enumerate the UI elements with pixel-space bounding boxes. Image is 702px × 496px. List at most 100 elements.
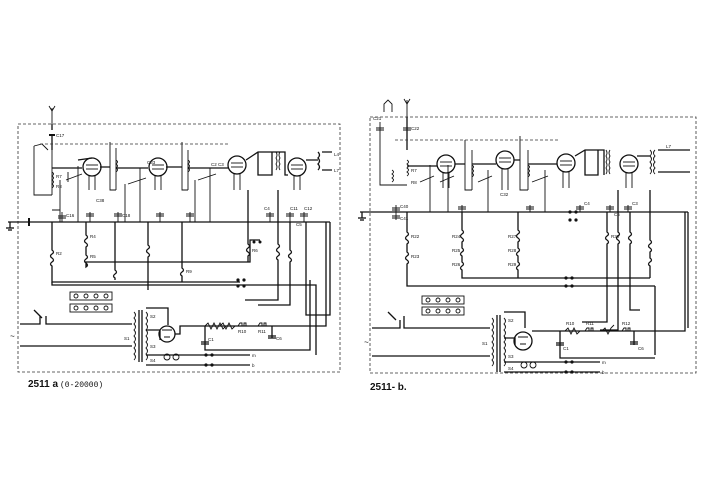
ground-icon	[358, 212, 366, 221]
schematic-stroke	[306, 151, 332, 171]
ac-symbol: ~	[364, 339, 369, 348]
schematic-stroke	[630, 331, 638, 345]
schematic-stroke	[568, 210, 572, 214]
component-label: R5	[90, 254, 96, 259]
schematic-stroke	[52, 209, 66, 222]
component-label: S2	[508, 318, 514, 323]
schematic-stroke	[570, 360, 574, 364]
schematic-stroke	[49, 134, 55, 136]
schematic-stroke	[407, 149, 690, 176]
schematic-stroke	[372, 311, 490, 329]
chassis-outline	[369, 116, 697, 374]
schematic-stroke	[464, 140, 474, 191]
component-label: R29	[508, 262, 517, 267]
component-label: C1	[208, 337, 214, 342]
tube-v4	[619, 154, 639, 188]
schematic-stroke	[227, 155, 247, 175]
schematic-stroke	[200, 354, 250, 366]
component-label: C41	[400, 216, 409, 221]
component-label: R24	[452, 234, 461, 239]
pilot-lamps	[520, 361, 537, 369]
schematic-stroke	[300, 212, 308, 222]
schematic-stroke	[570, 284, 574, 288]
schematic-stroke	[133, 311, 136, 361]
schematic-stroke	[532, 212, 686, 332]
component-label: C40	[400, 204, 409, 209]
component-label: m	[602, 360, 606, 365]
schematic-stroke	[520, 361, 528, 369]
schematic-2511b: ~ C21 C22 R7 R8 C40 C41 R22 R23 R24 R25 …	[358, 98, 697, 393]
component-label: R7	[56, 174, 62, 179]
tube-v3	[227, 155, 247, 190]
tube-v2	[495, 150, 515, 190]
schematic-stroke	[513, 331, 533, 351]
component-label: S3	[508, 354, 514, 359]
schematic-stroke	[564, 360, 574, 374]
schematic-stroke	[275, 151, 281, 171]
schematic-stroke	[519, 136, 530, 191]
component-label: C17	[56, 133, 65, 138]
schematic-stroke	[109, 142, 118, 191]
schematic-stroke	[73, 293, 79, 299]
component-label: L7	[334, 168, 340, 173]
schematic-stroke	[564, 284, 568, 288]
component-labels: C17 R7 R8 C38 C16 R2 R4 R5 C33 C18 R6 R9…	[56, 133, 340, 368]
schematic-stroke	[93, 293, 99, 299]
schematic-stroke	[383, 99, 393, 112]
schematic-stroke	[425, 297, 431, 303]
chassis-outline	[17, 123, 341, 373]
schematic-stroke	[564, 276, 568, 280]
schematic-stroke	[124, 168, 147, 222]
schematic-stroke	[33, 146, 54, 196]
antenna-icon	[48, 105, 56, 124]
schematic-stroke	[258, 240, 262, 244]
schematic-stroke	[103, 293, 109, 299]
schematic-stroke	[245, 190, 251, 262]
schematic-stroke	[455, 297, 461, 303]
schematic-stroke	[421, 306, 465, 316]
schematic-stroke	[564, 324, 631, 336]
component-label: C22	[411, 126, 420, 131]
power-transformer	[133, 307, 200, 366]
schematic-stroke	[201, 280, 311, 351]
component-label: R30	[611, 234, 620, 239]
schematic-stroke	[268, 326, 276, 339]
schematic-stroke	[435, 297, 441, 303]
component-label: R28	[508, 248, 517, 253]
schematic-stroke	[236, 284, 240, 288]
schematic-stroke	[529, 361, 537, 369]
schematic-stroke	[379, 140, 409, 186]
schematic-stroke	[172, 353, 180, 361]
component-label: R23	[411, 254, 420, 259]
component-label: C12	[304, 206, 313, 211]
schematic-stroke	[568, 218, 572, 222]
schematic-stroke	[515, 212, 521, 278]
component-label: R27	[508, 234, 517, 239]
schematic-stroke	[627, 212, 640, 311]
component-label: C5	[614, 212, 620, 217]
component-label: R10	[238, 329, 247, 334]
diagram-caption-b: 2511- b.	[370, 382, 407, 393]
component-label: S1	[482, 341, 488, 346]
schematic-stroke	[145, 311, 148, 361]
component-label: S2	[150, 314, 156, 319]
schematic-stroke	[435, 308, 441, 314]
schematic-stroke	[69, 291, 113, 301]
antenna-icon	[403, 98, 411, 117]
schematic-stroke	[455, 308, 461, 314]
schematic-stroke	[204, 321, 267, 331]
schematic-stroke	[495, 150, 515, 170]
schematic-stroke	[445, 308, 451, 314]
schematic-stroke	[556, 153, 576, 173]
component-label: S4	[150, 358, 156, 363]
schematic-stroke	[305, 222, 331, 316]
schematic-stroke	[86, 212, 94, 222]
schematic-stroke	[376, 122, 411, 140]
schematic-stroke	[179, 222, 185, 282]
component-label: R11	[586, 321, 594, 326]
schematic-stroke	[194, 168, 217, 222]
tube-v1	[436, 154, 456, 188]
component-label: C32	[500, 192, 509, 197]
schematic-stroke	[82, 157, 102, 177]
component-label: R2	[56, 251, 62, 256]
